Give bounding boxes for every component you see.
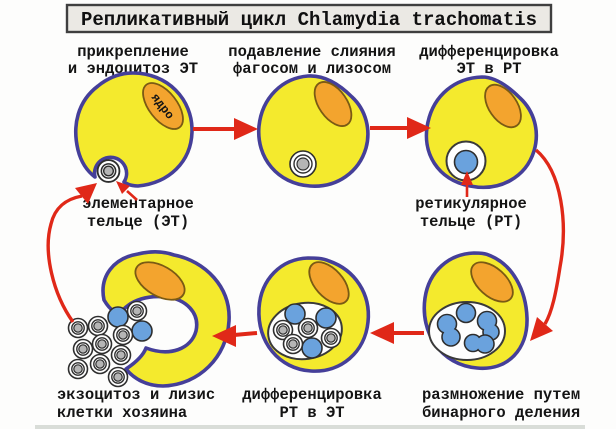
- elementary-body-icon: [112, 324, 134, 346]
- reticulate-body-icon: [284, 303, 306, 325]
- reticulate-body-icon: [107, 306, 129, 328]
- step-label-line: бинарного деления: [422, 404, 580, 422]
- reticulate-body-fill: [438, 315, 456, 333]
- elementary-body-icon: [320, 327, 342, 349]
- step-label-line: подавление слияния: [228, 43, 395, 61]
- arrow-fusion-to-differentiation: [370, 117, 431, 139]
- arrow-up-left-curve: [46, 183, 97, 323]
- callout-label-line: ретикулярное: [415, 195, 527, 213]
- elementary-body-icon: [110, 344, 132, 366]
- step-label-fusion-inhibition: подавление слияния фагосом и лизосом: [228, 43, 395, 78]
- reticulate-body-icon: [301, 337, 323, 359]
- elementary-body-icon: [87, 315, 109, 337]
- elementary-body-icon: [297, 317, 319, 339]
- arrow-attachment-to-fusion: [193, 118, 258, 140]
- reticulate-body-fill: [442, 328, 460, 346]
- step-label-line: фагосом и лизосом: [233, 60, 391, 78]
- callout-label-line: тельце (ЭТ): [87, 213, 189, 231]
- stage-binary-fission-cell: [422, 251, 529, 370]
- reticulate-body-icon: [315, 307, 337, 329]
- reticulate-body-icon: [131, 320, 153, 342]
- step-label-line: размножение путем: [422, 386, 580, 404]
- arrow-rb-to-eb-to-exocytosis: [212, 325, 258, 347]
- step-label-line: экзоцитоз и лизис: [57, 386, 215, 404]
- page-edge-strip: [35, 425, 585, 429]
- arrow-eb-callout-pointer: [116, 181, 138, 201]
- reticulate-body-fill: [476, 335, 494, 353]
- mixed-bodies: [272, 303, 342, 359]
- step-label-attachment: прикрепление и эндоцитоз ЭТ: [68, 43, 198, 78]
- step-label-line: прикрепление: [77, 43, 189, 61]
- elementary-body-icon: [67, 358, 89, 380]
- stage-fusion-inhibition-cell: [257, 74, 370, 188]
- elementary-body-icon: [89, 353, 111, 375]
- step-label-binary-fission: размножение путем бинарного деления: [422, 386, 580, 422]
- arrow-rb-callout-pointer: [461, 171, 473, 197]
- cycle-arrows: [46, 117, 565, 347]
- elementary-body-icon: [107, 366, 129, 388]
- step-label-line: дифференцировка: [242, 386, 382, 404]
- callout-label-line: элементарное: [82, 195, 194, 213]
- title-frame: [65, 3, 553, 34]
- nucleus: [484, 83, 522, 129]
- elementary-body-icon: [282, 333, 304, 355]
- stage-eb-to-rb-cell: [424, 75, 539, 189]
- step-label-line: дифференцировка: [419, 43, 559, 61]
- title-box: Репликативный цикл Chlamydia trachomatis: [65, 3, 553, 34]
- elementary-body-icon: [289, 150, 317, 178]
- nucleus: [313, 81, 353, 127]
- elementary-body-icon: [91, 333, 113, 355]
- callout-reticulate-body: ретикулярное тельце (РТ): [415, 195, 527, 231]
- step-label-rb-to-eb: дифференцировка РТ в ЭТ: [242, 386, 382, 422]
- step-label-line: и эндоцитоз ЭТ: [68, 60, 198, 78]
- stage-rb-to-eb-cell: [257, 256, 371, 373]
- step-label-exocytosis: экзоцитоз и лизис клетки хозяина: [57, 386, 215, 422]
- step-label-line: клетки хозяина: [57, 404, 187, 422]
- reticulate-body-fill: [465, 335, 481, 351]
- elementary-body-icon: [72, 338, 94, 360]
- released-bodies: [67, 300, 153, 388]
- stage-exocytosis-cell: [67, 250, 231, 388]
- step-label-eb-to-rb: дифференцировка ЭТ в РТ: [419, 43, 559, 78]
- arrow-fission-to-rb-to-eb: [370, 322, 424, 344]
- nucleus: [308, 261, 350, 305]
- elementary-body-icon: [96, 159, 121, 183]
- dividing-reticulate-bodies: [436, 302, 500, 354]
- arrow-down-right-curve: [530, 148, 565, 341]
- diagram-title: Репликативный цикл Chlamydia trachomatis: [81, 9, 537, 31]
- step-label-line: ЭТ в РТ: [456, 60, 521, 78]
- reticulate-body-icon: [455, 302, 477, 324]
- step-label-line: РТ в ЭТ: [279, 404, 344, 422]
- reticulate-body-icon: [453, 149, 479, 175]
- nucleus: [142, 82, 184, 130]
- stage-attachment-cell: ядро: [74, 71, 194, 188]
- nucleus: [134, 261, 186, 301]
- elementary-body-icon: [126, 300, 148, 322]
- callout-label-line: тельце (РТ): [420, 213, 522, 231]
- nucleus: [470, 261, 514, 303]
- callout-elementary-body: элементарное тельце (ЭТ): [82, 195, 194, 231]
